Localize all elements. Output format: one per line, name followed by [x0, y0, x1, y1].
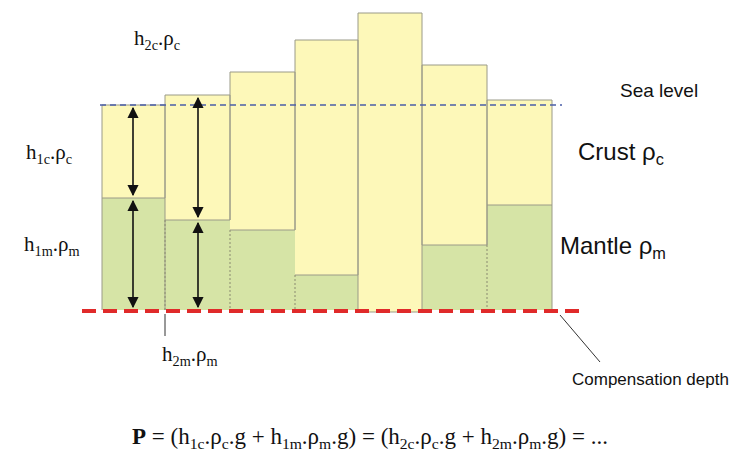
- sea-level-label: Sea level: [620, 80, 698, 102]
- crust-mantle-boundary: [102, 198, 552, 275]
- mantle-column: [295, 275, 358, 310]
- column-outline: [102, 105, 165, 310]
- mantle-height-label: h1m.ρm: [24, 232, 80, 259]
- crust-column: [358, 13, 422, 312]
- dimension-arrow: [197, 223, 199, 307]
- column-outlines: [102, 13, 552, 312]
- mantle-columns: [102, 198, 552, 310]
- crust-column: [165, 95, 230, 310]
- crust-column: [230, 72, 295, 310]
- dotted-separator: [165, 220, 487, 310]
- sea-level-line: [100, 104, 562, 106]
- crust-height-label: h1c.ρc: [26, 140, 72, 167]
- mantle-height-label: h2m.ρm: [162, 342, 218, 369]
- mantle-column: [487, 205, 552, 310]
- pressure-formula: P = (h1c.ρc.g + h1m.ρm.g) = (h2c.ρc.g + …: [132, 424, 608, 453]
- crust-height-label: h2c.ρc: [134, 26, 180, 53]
- layer-name: Mantle ρm: [560, 232, 666, 263]
- mantle-column: [102, 198, 165, 310]
- mantle-separators: [165, 220, 487, 310]
- column-outline: [422, 65, 487, 245]
- dimension-arrow: [132, 108, 134, 195]
- compensation-depth-label: Compensation depth: [572, 370, 729, 390]
- column-outline: [165, 95, 230, 220]
- crust-column: [102, 105, 165, 310]
- mantle-column: [422, 245, 487, 310]
- leader-line: [165, 314, 166, 336]
- leader-line: [560, 315, 600, 362]
- mantle-column: [165, 220, 230, 310]
- column-outline: [295, 40, 358, 275]
- dimension-arrows: [133, 98, 198, 307]
- leader-lines: [165, 314, 600, 362]
- crust-column: [422, 65, 487, 310]
- column-outline: [230, 72, 295, 230]
- compensation-depth-line: [82, 309, 580, 313]
- dimension-arrow: [132, 201, 134, 307]
- mantle-column: [230, 230, 295, 310]
- dimension-arrow: [197, 98, 199, 217]
- layer-name: Crust ρc: [578, 138, 664, 169]
- column-outline: [358, 13, 422, 312]
- crust-column: [295, 40, 358, 310]
- crust-columns: [102, 13, 552, 312]
